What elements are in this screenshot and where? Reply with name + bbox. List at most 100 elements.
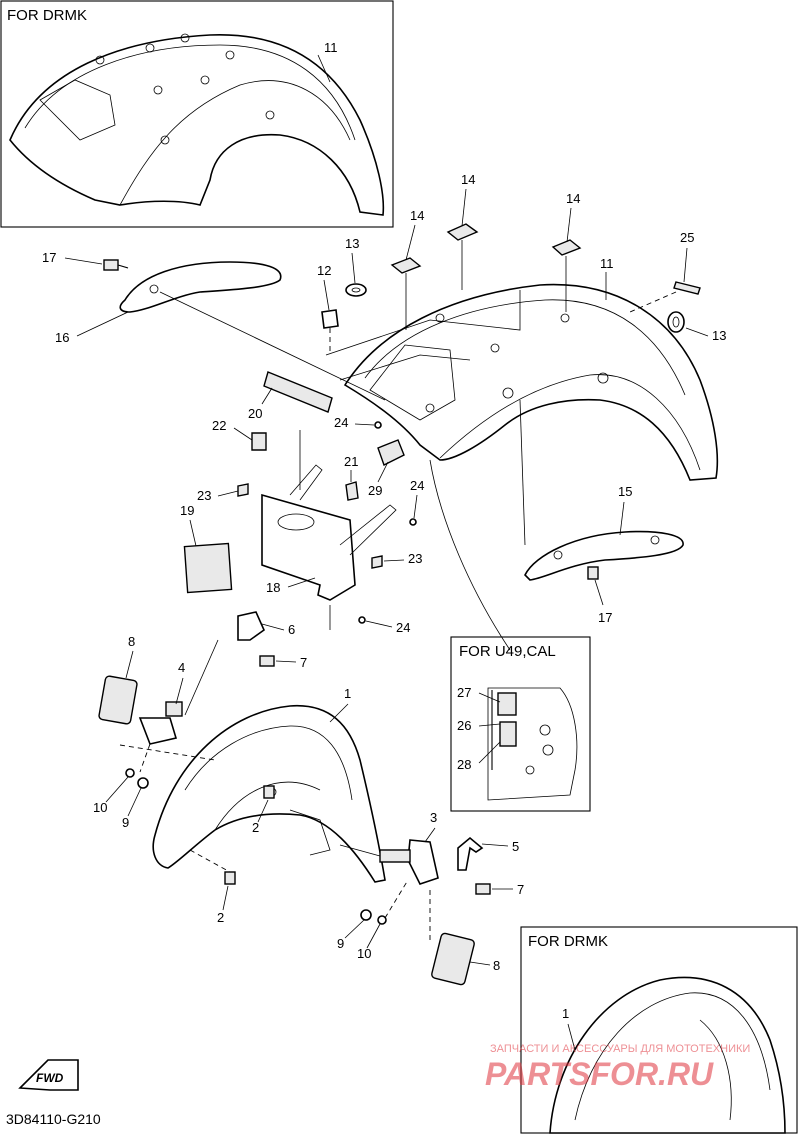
- inset-title: FOR DRMK: [528, 933, 608, 950]
- pad-23: [371, 555, 383, 569]
- leader-13: [685, 327, 709, 337]
- callout-21: 21: [344, 454, 358, 469]
- reflector-19: [183, 542, 233, 594]
- plate-20: [263, 371, 333, 413]
- washer-10: [377, 915, 387, 925]
- callout-16: 16: [55, 330, 69, 345]
- callout-25: 25: [680, 230, 694, 245]
- watermark-brand: PARTSFOR.RU: [485, 1056, 714, 1092]
- inset-drmk-rear: FOR DRMK 11: [0, 0, 394, 228]
- inset-drmk-front: FOR DRMK 1: [520, 926, 798, 1134]
- callout-12: 12: [317, 263, 331, 278]
- callout-19: 19: [180, 503, 194, 518]
- callout-18: 18: [266, 580, 280, 595]
- callout-20: 20: [248, 406, 262, 421]
- callout-24: 24: [334, 415, 348, 430]
- callout-13: 13: [712, 328, 726, 343]
- callout-6: 6: [288, 622, 295, 637]
- leader-16: [76, 311, 129, 337]
- reflector-8: [98, 675, 138, 725]
- bolt-7: [259, 655, 275, 667]
- callout-1: 1: [344, 686, 351, 701]
- leader-14: [461, 188, 467, 227]
- leader-25: [683, 247, 688, 283]
- nut-9: [137, 777, 149, 789]
- callout-10: 10: [93, 800, 107, 815]
- callout-24: 24: [410, 478, 424, 493]
- callout-3: 3: [430, 810, 437, 825]
- watermark-tagline: ЗАПЧАСТИ И АКСЕССУАРЫ ДЛЯ МОТОТЕХНИКИ: [490, 1043, 750, 1055]
- callout-15: 15: [618, 484, 632, 499]
- callout-8: 8: [493, 958, 500, 973]
- callout-22: 22: [212, 418, 226, 433]
- callout-29: 29: [368, 483, 382, 498]
- assembly-lines: [325, 290, 521, 356]
- callout-27: 27: [457, 685, 471, 700]
- leader-12: [323, 279, 330, 311]
- grommet-13-hole: [672, 316, 680, 328]
- callout-14: 14: [461, 172, 475, 187]
- leader-14: [405, 224, 416, 261]
- fwd-label: FWD: [36, 1071, 64, 1085]
- callout-9: 9: [122, 815, 129, 830]
- grab-bar-16: [119, 261, 282, 313]
- callout-7: 7: [300, 655, 307, 670]
- bolt-shaft: [379, 849, 411, 863]
- bolt-17: [587, 566, 599, 580]
- callout-2: 2: [252, 820, 259, 835]
- callout-13: 13: [345, 236, 359, 251]
- nut-9: [360, 909, 372, 921]
- callout-7: 7: [517, 882, 524, 897]
- grab-bar-15: [524, 530, 684, 581]
- watermark: ЗАПЧАСТИ И АКСЕССУАРЫ ДЛЯ МОТОТЕХНИКИ PA…: [485, 1043, 750, 1092]
- bolt-7: [475, 883, 491, 895]
- bolt-2: [224, 871, 236, 885]
- reflector-8: [431, 932, 475, 986]
- callout-8: 8: [128, 634, 135, 649]
- bracket-4: [138, 717, 178, 745]
- inset-title: FOR U49,CAL: [459, 643, 556, 660]
- leader-13: [351, 252, 356, 284]
- bracket-5: [457, 836, 484, 871]
- leader-17: [64, 257, 103, 265]
- inset-frame: [450, 636, 591, 812]
- callout-4: 4: [178, 660, 185, 675]
- screw-24: [358, 421, 417, 624]
- inset-frame: [0, 0, 394, 228]
- inset-title: FOR DRMK: [7, 7, 87, 24]
- leader-15: [619, 501, 625, 536]
- leader-11: [317, 54, 331, 83]
- bracket-18: [261, 493, 356, 601]
- bracket-3: [407, 839, 439, 885]
- callout-17: 17: [42, 250, 56, 265]
- callout-24: 24: [396, 620, 410, 635]
- inset-u49-cal: FOR U49,CAL 27 26 28: [450, 636, 591, 812]
- part-29: [377, 439, 405, 466]
- grommet-13: [667, 311, 685, 333]
- callout-23: 23: [197, 488, 211, 503]
- pad-23: [237, 483, 249, 497]
- part-12: [321, 309, 339, 329]
- callout-17: 17: [598, 610, 612, 625]
- leader-14: [566, 207, 572, 243]
- callout-26: 26: [457, 718, 471, 733]
- decal-pads: [390, 223, 582, 274]
- leader-17: [594, 579, 604, 606]
- callout-28: 28: [457, 757, 471, 772]
- callout-11: 11: [600, 256, 614, 271]
- callout-10: 10: [357, 946, 371, 961]
- washer-10: [125, 768, 135, 778]
- callout-9: 9: [337, 936, 344, 951]
- part-21: [345, 481, 359, 501]
- callout-1: 1: [562, 1006, 569, 1021]
- part-22: [251, 432, 267, 451]
- callout-14: 14: [410, 208, 424, 223]
- callout-11: 11: [324, 40, 338, 55]
- diagram-code: 3D84110-G210: [6, 1111, 101, 1127]
- callout-2: 2: [217, 910, 224, 925]
- callout-14: 14: [566, 191, 580, 206]
- fwd-arrow: FWD: [18, 1059, 79, 1091]
- rear-fender-drmk: [9, 33, 385, 216]
- grommet-13: [345, 283, 367, 297]
